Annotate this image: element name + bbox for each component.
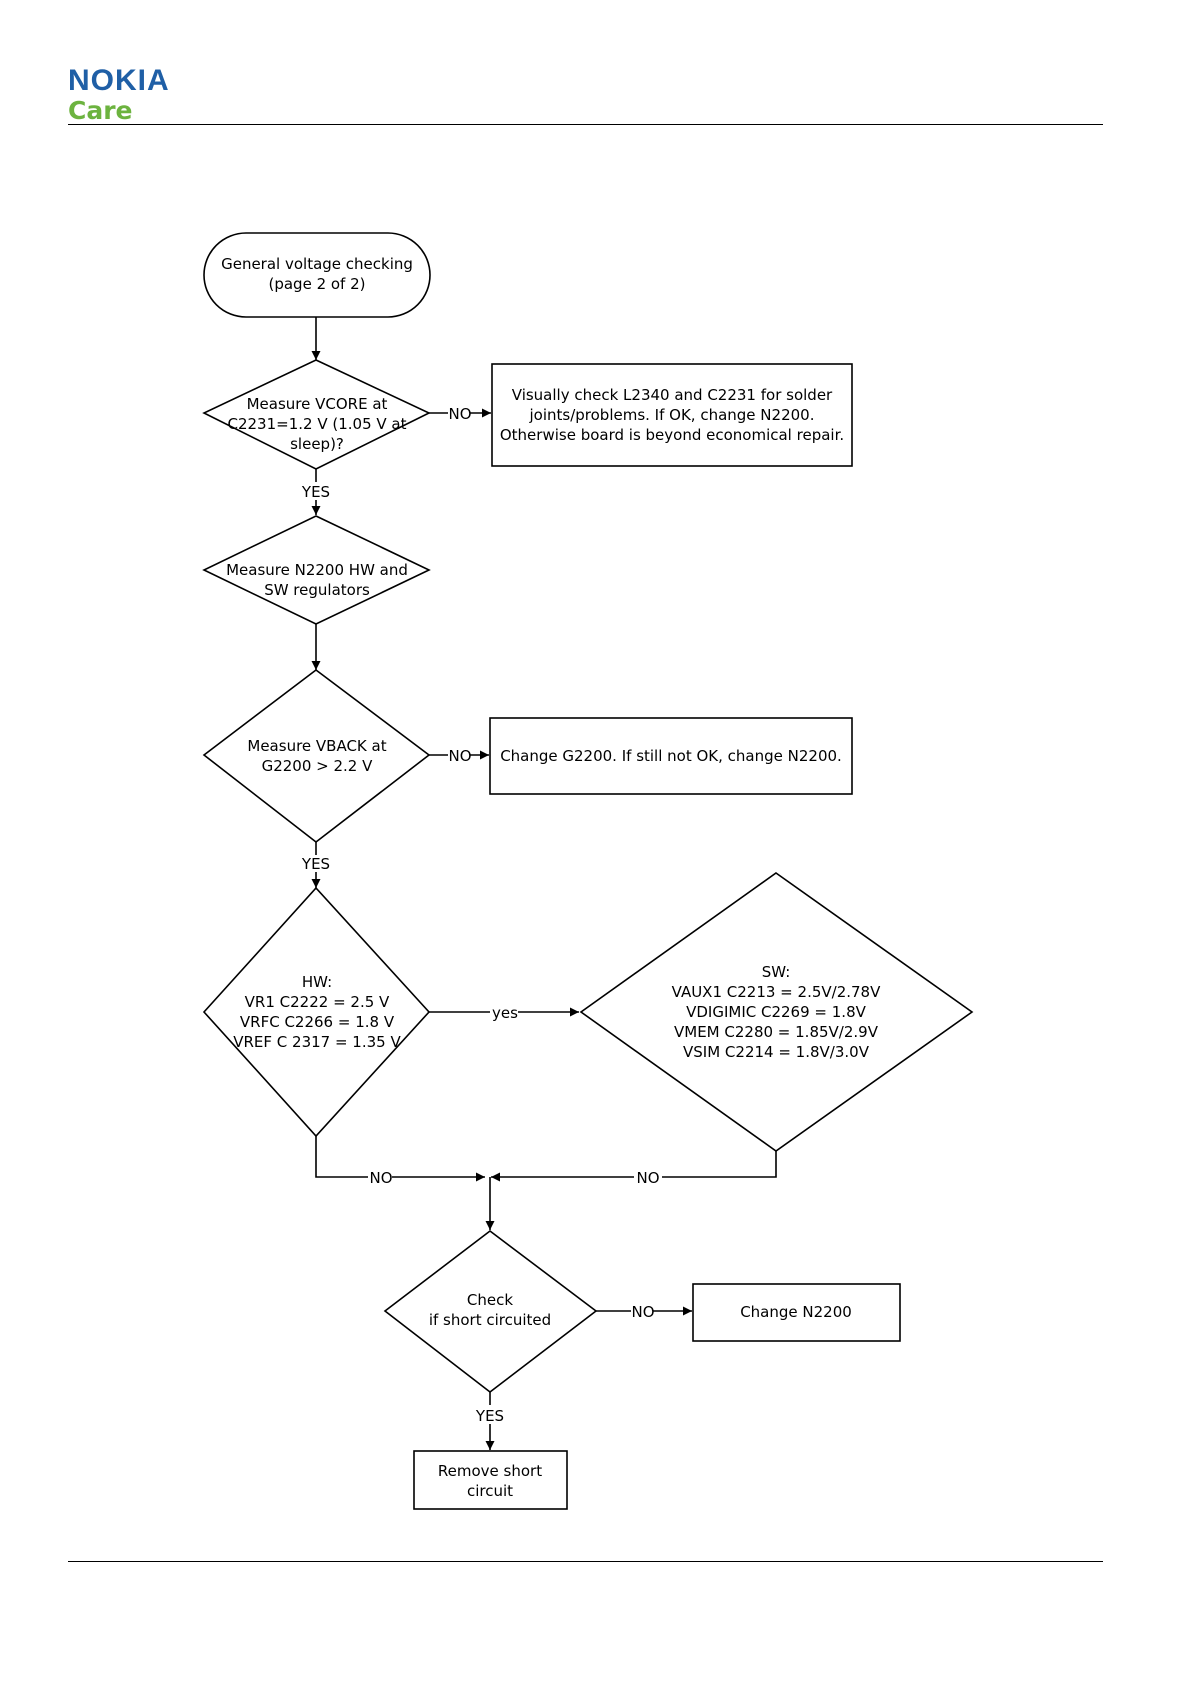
vcore-fail-line-1: Visually check L2340 and C2231 for solde… [512,386,833,404]
vback-line-1: Measure VBACK at [247,737,386,755]
label-sw-no: NO [636,1169,659,1187]
regulators-step: Measure N2200 HW and SW regulators [202,515,431,625]
label-vcore-yes: YES [301,483,330,501]
sw-line-3: VDIGIMIC C2269 = 1.8V [686,1003,866,1021]
sw-line-2: VAUX1 C2213 = 2.5V/2.78V [672,983,881,1001]
label-vback-no: NO [448,747,471,765]
short-check-decision: Check if short circuited [383,1229,598,1394]
vcore-line-2: C2231=1.2 V (1.05 V at [228,415,407,433]
start-line-2: (page 2 of 2) [268,275,365,293]
short-check-line-1: Check [467,1291,513,1309]
vback-decision: Measure VBACK at G2200 > 2.2 V [202,668,431,844]
hw-line-3: VRFC C2266 = 1.8 V [240,1013,395,1031]
start-line-1: General voltage checking [221,255,413,273]
label-short-no: NO [631,1303,654,1321]
hw-line-2: VR1 C2222 = 2.5 V [245,993,390,1011]
hw-line-4: VREF C 2317 = 1.35 V [233,1033,401,1051]
vcore-fail-line-2: joints/problems. If OK, change N2200. [529,406,815,424]
remove-short-box: Remove short circuit [413,1450,568,1510]
brand-name: NOKIA [68,64,170,97]
vcore-decision: Measure VCORE at C2231=1.2 V (1.05 V at … [202,359,431,470]
sw-line-5: VSIM C2214 = 1.8V/3.0V [683,1043,870,1061]
header-rule [68,124,1103,125]
edge-labels: NO YES NO YES yes NO NO NO YES [301,405,660,1425]
label-vback-yes: YES [301,855,330,873]
start-terminator: General voltage checking (page 2 of 2) [203,232,431,318]
short-fail-line-1: Change N2200 [740,1303,852,1321]
connectors [311,317,777,1450]
line-sw-no [662,1151,777,1178]
brand-subname: Care [68,96,133,125]
vback-line-2: G2200 > 2.2 V [262,757,374,775]
nokia-care-logo: NOKIA Care [68,64,170,125]
vcore-line-3: sleep)? [290,435,344,453]
label-vcore-no: NO [448,405,471,423]
vcore-fail-line-3: Otherwise board is beyond economical rep… [500,426,844,444]
line-hw-no [315,1136,368,1178]
label-hw-no: NO [369,1169,392,1187]
footer-rule [68,1561,1103,1562]
sw-decision: SW: VAUX1 C2213 = 2.5V/2.78V VDIGIMIC C2… [579,872,974,1152]
vcore-fail-box: Visually check L2340 and C2231 for solde… [491,363,853,467]
sw-line-4: VMEM C2280 = 1.85V/2.9V [674,1023,879,1041]
label-hw-yes: yes [492,1004,518,1022]
vback-fail-box: Change G2200. If still not OK, change N2… [489,717,853,795]
short-fail-box: Change N2200 [692,1283,901,1342]
regulators-line-1: Measure N2200 HW and [226,561,408,579]
sw-line-1: SW: [762,963,791,981]
label-short-yes: YES [475,1407,504,1425]
regulators-line-2: SW regulators [264,581,370,599]
remove-short-line-1: Remove short [438,1462,542,1480]
remove-short-line-2: circuit [467,1482,513,1500]
hw-line-1: HW: [302,973,332,991]
vback-fail-line-1: Change G2200. If still not OK, change N2… [500,747,842,765]
hw-decision: HW: VR1 C2222 = 2.5 V VRFC C2266 = 1.8 V… [202,886,431,1138]
vcore-line-1: Measure VCORE at [247,395,388,413]
short-check-line-2: if short circuited [429,1311,551,1329]
